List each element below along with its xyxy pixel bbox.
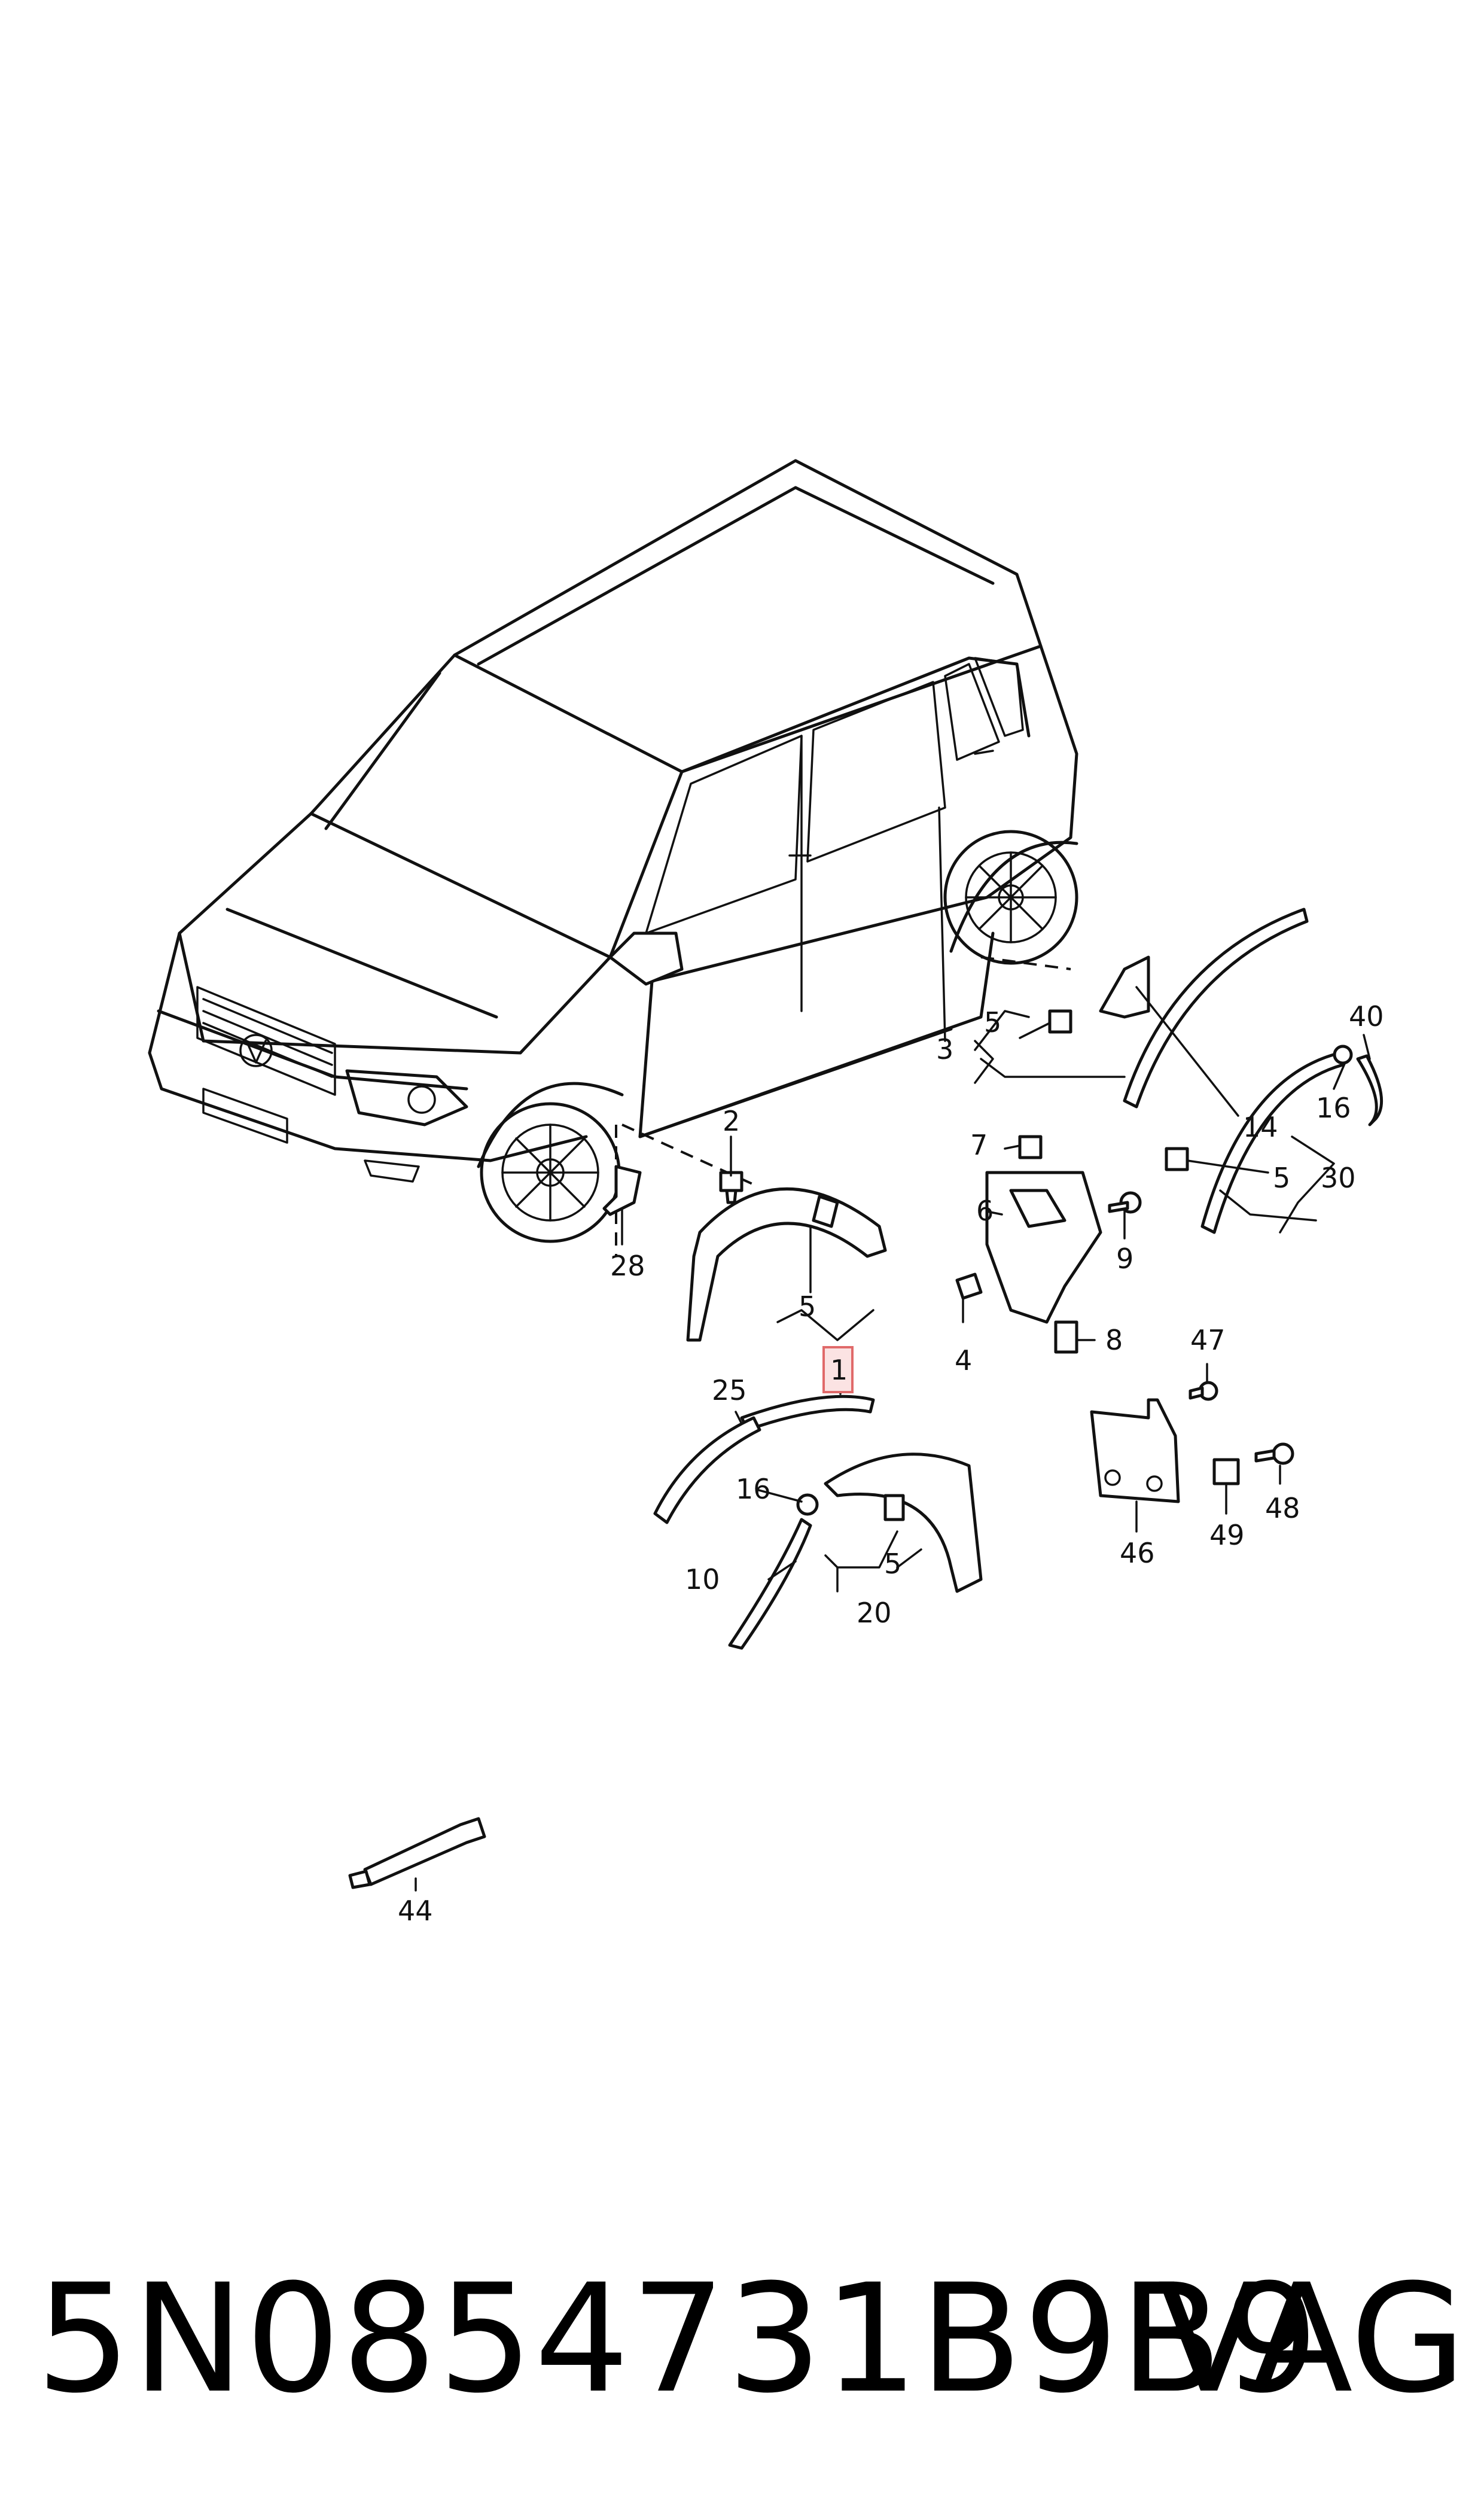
callout-5-bottom: 5	[884, 1548, 901, 1580]
callout-14: 14	[1243, 1111, 1278, 1143]
callout-40: 40	[1349, 1000, 1384, 1033]
callout-2: 2	[723, 1105, 740, 1137]
callout-3: 3	[936, 1033, 953, 1065]
callout-20: 20	[857, 1597, 892, 1629]
callout-5-front: 5	[799, 1290, 816, 1323]
part-number: 5N0854731B9B9	[36, 2252, 1320, 2426]
callout-9: 9	[1116, 1243, 1133, 1275]
callout-48: 48	[1265, 1492, 1300, 1524]
footer: 5N0854731B9B9 VAG	[0, 2261, 1484, 2417]
vehicle-illustration	[148, 459, 1078, 1256]
callout-16-front: 16	[736, 1473, 771, 1505]
callout-7: 7	[970, 1129, 988, 1161]
callout-44: 44	[398, 1895, 433, 1927]
callout-47: 47	[1190, 1324, 1226, 1356]
highlight-box	[822, 1346, 854, 1393]
callout-46: 46	[1120, 1537, 1155, 1569]
callout-8: 8	[1105, 1324, 1123, 1356]
leader-lines	[415, 986, 1371, 1892]
callout-25: 25	[712, 1374, 747, 1406]
callout-10: 10	[685, 1563, 720, 1596]
callout-4: 4	[955, 1344, 972, 1377]
parts	[348, 908, 1384, 1889]
callout-30: 30	[1321, 1162, 1356, 1194]
callouts: 1 2 3 4 5 5 5 5 6 7 8 9 10 14 16 16 20 2…	[398, 1000, 1384, 1927]
callout-6: 6	[976, 1195, 994, 1227]
callout-49: 49	[1209, 1519, 1245, 1551]
callout-1: 1	[830, 1354, 848, 1386]
brand-label: VAG	[1157, 2252, 1466, 2426]
callout-5-rear: 5	[1273, 1162, 1290, 1194]
callout-28: 28	[610, 1250, 645, 1282]
callout-16-rear: 16	[1316, 1092, 1351, 1124]
callout-5-top: 5	[984, 1006, 1001, 1039]
